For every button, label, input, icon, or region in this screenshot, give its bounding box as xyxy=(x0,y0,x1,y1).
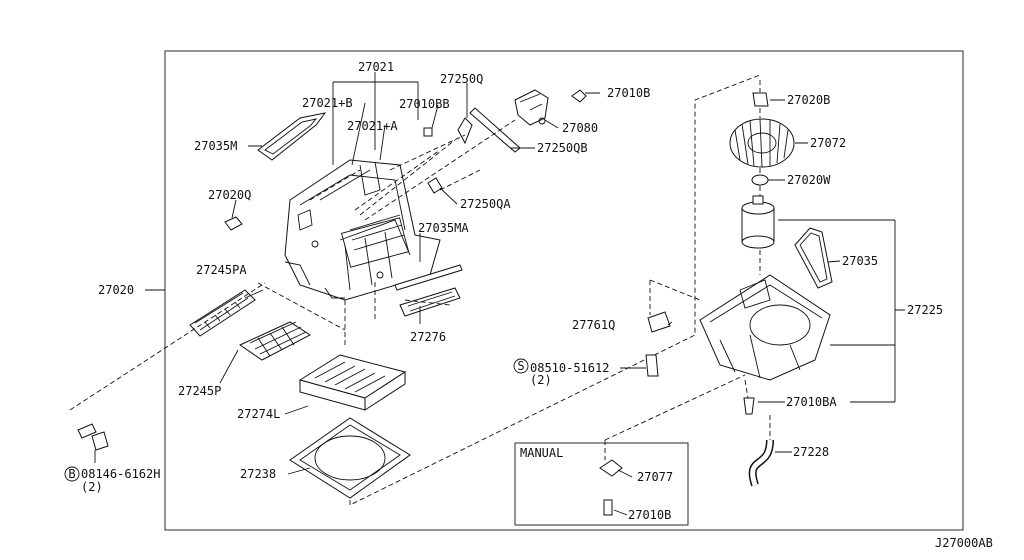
bracket-27761q-drawing xyxy=(647,311,671,333)
label-27080: 27080 xyxy=(562,121,598,135)
diagram-frame xyxy=(164,50,964,531)
motor-drawing xyxy=(741,195,775,249)
label-27020: 27020 xyxy=(98,283,134,297)
bolt-marker-b-text: B xyxy=(68,467,75,481)
filter-27245p-drawing xyxy=(238,321,311,361)
label-08146-qty: (2) xyxy=(81,480,103,494)
label-08146-6162h: 08146-6162H xyxy=(81,467,160,481)
label-27020w: 27020W xyxy=(787,173,831,187)
label-27020q: 27020Q xyxy=(208,188,251,202)
label-27238: 27238 xyxy=(240,467,276,481)
screw-08510-drawing xyxy=(645,354,659,377)
screw-marker-s xyxy=(513,358,529,374)
label-08510-qty: (2) xyxy=(530,373,552,387)
label-27010b-manual: 27010B xyxy=(628,508,671,522)
label-27021-b: 27021+B xyxy=(302,96,353,110)
diagram-code: J27000AB xyxy=(935,536,993,550)
label-27077: 27077 xyxy=(637,470,673,484)
label-27072: 27072 xyxy=(810,136,846,150)
manual-box-title: MANUAL xyxy=(520,446,563,460)
label-27250q: 27250Q xyxy=(440,72,483,86)
label-27250qa: 27250QA xyxy=(460,197,511,211)
washer-27020w-drawing xyxy=(751,174,769,186)
actuator-27080-drawing xyxy=(423,89,587,194)
label-27274l: 27274L xyxy=(237,407,280,421)
manual-inset-box xyxy=(514,442,689,526)
seal-27035m-drawing xyxy=(257,112,327,161)
intake-unit-drawing xyxy=(284,159,441,301)
base-27238-drawing xyxy=(289,417,411,499)
label-27020b: 27020B xyxy=(787,93,830,107)
bolt-marker-b xyxy=(64,466,80,482)
manual-screw-27010b-drawing xyxy=(603,499,613,516)
label-27225: 27225 xyxy=(907,303,943,317)
label-27245pa: 27245PA xyxy=(196,263,247,277)
label-27245p: 27245P xyxy=(178,384,221,398)
bolt-08146-drawing xyxy=(77,423,109,451)
screw-marker-s-text: S xyxy=(517,359,524,373)
label-27035ma: 27035MA xyxy=(418,221,469,235)
assembly-lines-left xyxy=(69,74,761,506)
blower-housing-drawing xyxy=(699,274,831,381)
label-27010b-top: 27010B xyxy=(607,86,650,100)
door-27276-drawing xyxy=(394,264,463,317)
label-27035m: 27035M xyxy=(194,139,237,153)
label-27276: 27276 xyxy=(410,330,446,344)
filter-27274l-drawing xyxy=(298,354,407,411)
label-27021-a: 27021+A xyxy=(347,119,398,133)
screw-27010ba-drawing xyxy=(743,397,755,415)
connector-27020q-drawing xyxy=(224,199,243,231)
label-27010ba: 27010BA xyxy=(786,395,837,409)
manual-part-27077-drawing xyxy=(599,459,623,477)
label-27250qb: 27250QB xyxy=(537,141,588,155)
filter-27245pa-drawing xyxy=(189,289,256,337)
label-27010bb: 27010BB xyxy=(399,97,450,111)
seal-27035-drawing xyxy=(794,227,833,289)
label-27761q: 27761Q xyxy=(572,318,615,332)
leader-lines xyxy=(94,72,905,516)
nut-27020b-drawing xyxy=(752,92,769,107)
assembly-lines-right xyxy=(604,80,771,460)
fan-27072-drawing xyxy=(729,118,795,168)
label-27035: 27035 xyxy=(842,254,878,268)
label-27021: 27021 xyxy=(358,60,394,74)
label-27228: 27228 xyxy=(793,445,829,459)
label-08510-51612: 08510-51612 xyxy=(530,361,609,375)
